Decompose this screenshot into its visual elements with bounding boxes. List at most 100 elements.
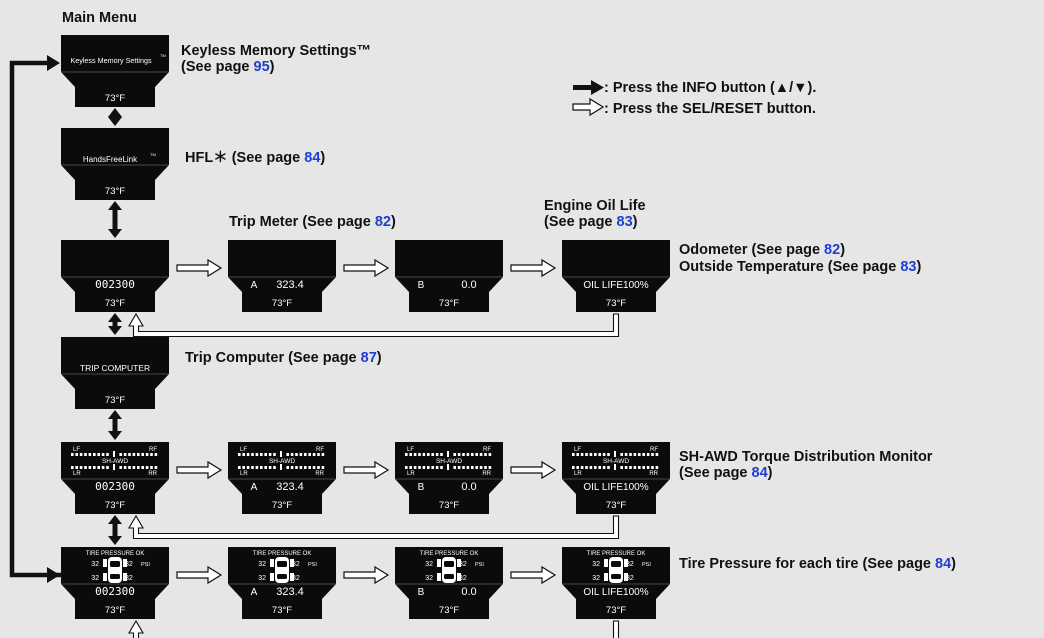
- car-top-view-icon: [270, 557, 294, 583]
- legend-sel-arrow-icon: [572, 97, 605, 117]
- sel-reset-return-loop: [128, 514, 620, 540]
- info-double-arrow: [108, 201, 122, 238]
- torque-segment: [594, 453, 597, 456]
- torque-segment: [145, 453, 149, 456]
- trip-computer-screen-text: TRIP COMPUTER: [80, 363, 150, 373]
- legend-arrows: [572, 80, 605, 117]
- info-double-arrow: [108, 410, 122, 440]
- tire-mark: [123, 573, 127, 581]
- tire-mark: [103, 573, 107, 581]
- main-menu-label: Main Menu: [62, 10, 137, 26]
- page-link-odometer[interactable]: 82: [824, 242, 841, 258]
- tire-unit-label: PSI: [642, 562, 651, 568]
- torque-rr-label: RR: [649, 471, 658, 477]
- torque-segment: [646, 466, 650, 469]
- page-link-hfl[interactable]: 84: [304, 150, 321, 166]
- page-link-oil[interactable]: 83: [616, 214, 633, 230]
- page-link-tire[interactable]: 84: [935, 556, 952, 572]
- torque-bar-row: [71, 451, 158, 457]
- torque-segment: [572, 453, 575, 456]
- trip-b-readout: 0.0: [461, 586, 476, 598]
- sh-awd-label: SH-AWD: [269, 458, 295, 465]
- sel-reset-return-loop: [128, 619, 620, 638]
- torque-rf-label: RF: [650, 447, 658, 453]
- torque-rr-label: RR: [315, 471, 324, 477]
- torque-segment: [453, 466, 456, 469]
- temperature-readout: 73°F: [272, 605, 292, 616]
- page-link-outside-temp[interactable]: 83: [900, 259, 917, 275]
- tire-lf-value: 32: [425, 561, 433, 568]
- info-return-loop: [9, 55, 61, 583]
- torque-segment: [431, 453, 434, 456]
- page-link-trip-computer[interactable]: 87: [360, 350, 377, 366]
- page-link-trip-meter[interactable]: 82: [374, 214, 391, 230]
- torque-segment: [589, 453, 593, 456]
- temperature-readout: 73°F: [272, 298, 292, 309]
- legend-info-arrow-icon: [573, 80, 604, 95]
- torque-segment: [409, 466, 412, 469]
- tire-unit-label: PSI: [475, 562, 484, 568]
- torque-segment: [431, 466, 434, 469]
- torque-segment: [462, 466, 465, 469]
- sel-reset-arrow: [176, 460, 223, 480]
- tire-unit-label: PSI: [308, 562, 317, 568]
- tire-rr-value: 32: [459, 575, 467, 582]
- torque-segment: [97, 466, 100, 469]
- torque-segment: [75, 453, 78, 456]
- torque-center-mark: [447, 451, 449, 457]
- caption-odometer: Odometer (See page 82): [679, 242, 846, 258]
- torque-segment: [633, 466, 637, 469]
- torque-segment: [101, 453, 105, 456]
- sel-reset-arrow: [510, 565, 557, 585]
- torque-segment: [620, 466, 623, 469]
- page-link-sh-awd[interactable]: 84: [751, 465, 768, 481]
- trip-b-label: B: [418, 280, 425, 291]
- tire-mark: [437, 573, 441, 581]
- torque-segment: [475, 466, 478, 469]
- torque-segment: [246, 466, 250, 469]
- hfl-screen-text: HandsFreeLink: [83, 155, 138, 164]
- torque-segment: [409, 453, 412, 456]
- torque-segment: [93, 466, 96, 469]
- torque-segment: [655, 466, 659, 469]
- page-link-keyless[interactable]: 95: [253, 59, 270, 75]
- torque-segment: [422, 466, 426, 469]
- torque-segment: [308, 453, 311, 456]
- torque-segment: [251, 466, 254, 469]
- torque-segment: [576, 466, 579, 469]
- temperature-readout: 73°F: [105, 605, 125, 616]
- oil-life-readout: OIL LIFE100%: [583, 587, 648, 598]
- torque-segment: [475, 453, 478, 456]
- tire-unit-label: PSI: [141, 562, 150, 568]
- torque-segment: [154, 466, 158, 469]
- torque-segment: [141, 466, 144, 469]
- temperature-readout: 73°F: [439, 500, 459, 511]
- torque-segment: [453, 453, 456, 456]
- trip-b-label: B: [418, 587, 425, 598]
- keyless-tm-mark: TM: [160, 53, 166, 58]
- tire-lr-value: 32: [592, 575, 600, 582]
- torque-bar-row: [71, 464, 158, 470]
- torque-center-mark: [614, 451, 616, 457]
- torque-segment: [427, 466, 430, 469]
- sh-awd-label: SH-AWD: [436, 458, 462, 465]
- torque-segment: [651, 453, 654, 456]
- torque-segment: [290, 453, 294, 456]
- oil-life-readout: OIL LIFE100%: [583, 280, 648, 291]
- trip-b-readout: 0.0: [461, 481, 476, 493]
- torque-segment: [435, 453, 439, 456]
- torque-segment: [238, 466, 241, 469]
- temperature-readout: 73°F: [105, 500, 125, 511]
- torque-segment: [128, 453, 131, 456]
- torque-segment: [422, 453, 426, 456]
- tire-rf-value: 32: [626, 561, 634, 568]
- tire-mark: [103, 559, 107, 567]
- torque-segment: [132, 453, 136, 456]
- tire-lr-value: 32: [425, 575, 433, 582]
